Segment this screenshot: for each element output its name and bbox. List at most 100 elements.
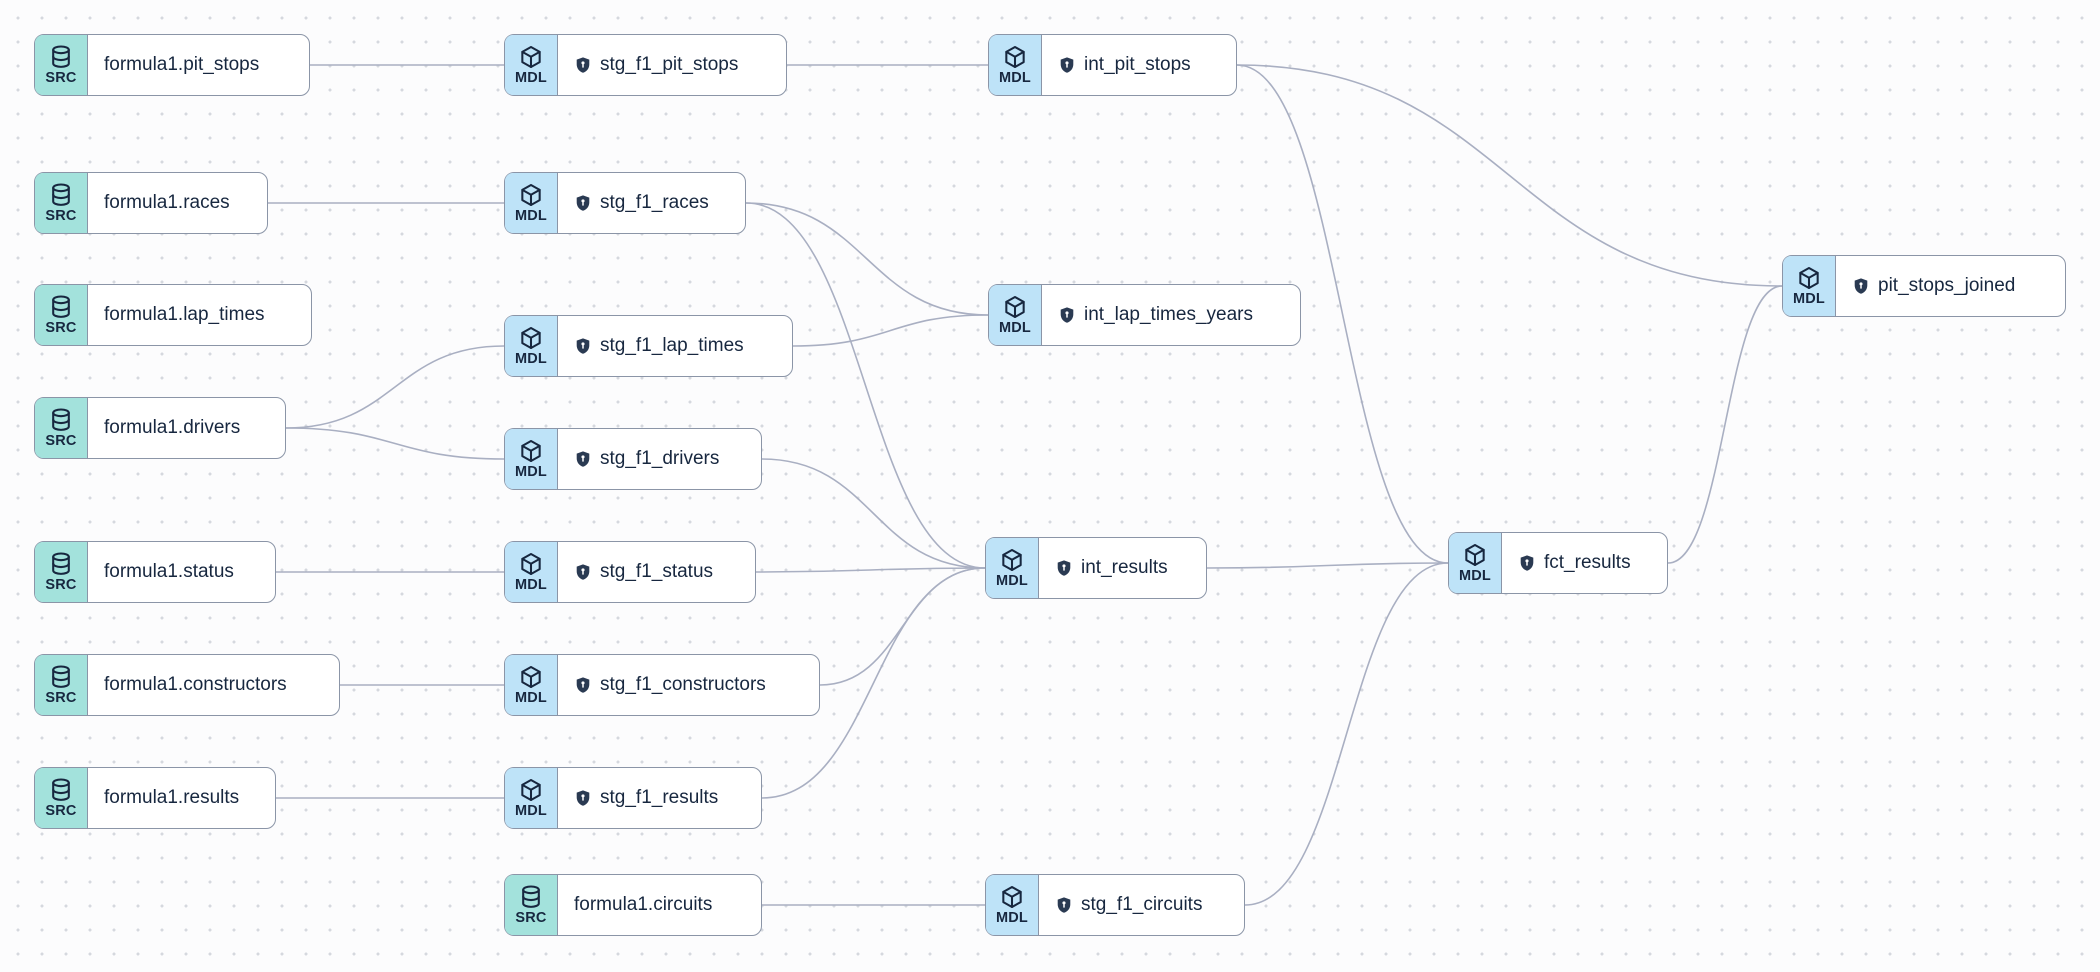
node-type-badge: SRC <box>35 542 88 602</box>
cube-icon <box>518 664 544 690</box>
model-node-int_lap_times_years[interactable]: MDL int_lap_times_years <box>988 284 1301 346</box>
model-node-stg_f1_status[interactable]: MDL stg_f1_status <box>504 541 756 603</box>
node-label: formula1.results <box>104 787 240 808</box>
database-icon <box>518 884 544 910</box>
model-node-stg_f1_races[interactable]: MDL stg_f1_races <box>504 172 746 234</box>
node-label: stg_f1_constructors <box>600 674 766 695</box>
node-label: formula1.races <box>104 192 230 213</box>
node-type-badge: MDL <box>505 655 558 715</box>
edge-int_pit_stops-to-pit_stops_joined <box>1236 64 1783 287</box>
model-node-stg_f1_results[interactable]: MDL stg_f1_results <box>504 767 762 829</box>
database-icon <box>48 294 74 320</box>
node-label: pit_stops_joined <box>1878 275 2016 296</box>
node-type-badge: SRC <box>35 285 88 345</box>
shield-icon <box>574 337 592 355</box>
shield-icon <box>574 789 592 807</box>
shield-icon <box>574 676 592 694</box>
source-node-formula1.pit_stops[interactable]: SRC formula1.pit_stops <box>34 34 310 96</box>
edge-stg_f1_lap_times-to-int_lap_times_years <box>792 314 989 347</box>
model-node-stg_f1_drivers[interactable]: MDL stg_f1_drivers <box>504 428 762 490</box>
shield-icon <box>574 563 592 581</box>
shield-icon <box>574 56 592 74</box>
node-type-badge: SRC <box>35 173 88 233</box>
cube-icon <box>518 438 544 464</box>
edge-formula1.drivers-to-stg_f1_lap_times <box>285 345 505 429</box>
node-label: formula1.pit_stops <box>104 54 260 75</box>
cube-icon <box>518 325 544 351</box>
node-type-badge: MDL <box>986 875 1039 935</box>
node-label: stg_f1_circuits <box>1081 894 1203 915</box>
node-type-badge: SRC <box>35 398 88 458</box>
node-type-badge: MDL <box>989 285 1042 345</box>
node-type-badge: MDL <box>505 429 558 489</box>
model-node-stg_f1_lap_times[interactable]: MDL stg_f1_lap_times <box>504 315 793 377</box>
node-label: stg_f1_races <box>600 192 709 213</box>
cube-icon <box>999 547 1025 573</box>
edge-int_results-to-fct_results <box>1206 562 1449 569</box>
node-type-badge: SRC <box>35 655 88 715</box>
edge-stg_f1_circuits-to-fct_results <box>1244 562 1449 906</box>
edge-stg_f1_constructors-to-int_results <box>819 567 986 686</box>
node-type-badge: SRC <box>35 35 88 95</box>
database-icon <box>48 551 74 577</box>
node-type-badge: SRC <box>35 768 88 828</box>
edge-stg_f1_races-to-int_lap_times_years <box>745 202 989 316</box>
shield-icon <box>1058 56 1076 74</box>
node-label: formula1.circuits <box>574 894 713 915</box>
shield-icon <box>1055 559 1073 577</box>
shield-icon <box>1518 554 1536 572</box>
node-type-badge: MDL <box>1783 256 1836 316</box>
cube-icon <box>518 182 544 208</box>
source-node-formula1.drivers[interactable]: SRC formula1.drivers <box>34 397 286 459</box>
node-type-badge: MDL <box>986 538 1039 598</box>
database-icon <box>48 664 74 690</box>
cube-icon <box>1796 265 1822 291</box>
source-node-formula1.constructors[interactable]: SRC formula1.constructors <box>34 654 340 716</box>
shield-icon <box>1852 277 1870 295</box>
node-type-badge: SRC <box>505 875 558 935</box>
node-label: fct_results <box>1544 552 1631 573</box>
shield-icon <box>1058 306 1076 324</box>
shield-icon <box>574 194 592 212</box>
node-type-badge: MDL <box>505 542 558 602</box>
edge-formula1.drivers-to-stg_f1_drivers <box>285 427 505 460</box>
cube-icon <box>1002 44 1028 70</box>
node-label: formula1.lap_times <box>104 304 265 325</box>
node-label: int_lap_times_years <box>1084 304 1253 325</box>
node-label: stg_f1_drivers <box>600 448 720 469</box>
node-type-badge: MDL <box>989 35 1042 95</box>
edge-stg_f1_status-to-int_results <box>755 567 986 573</box>
node-label: formula1.status <box>104 561 234 582</box>
node-type-badge: MDL <box>505 316 558 376</box>
node-label: stg_f1_results <box>600 787 719 808</box>
edge-stg_f1_races-to-int_results <box>745 202 986 569</box>
node-label: stg_f1_pit_stops <box>600 54 739 75</box>
source-node-formula1.lap_times[interactable]: SRC formula1.lap_times <box>34 284 312 346</box>
model-node-stg_f1_constructors[interactable]: MDL stg_f1_constructors <box>504 654 820 716</box>
shield-icon <box>574 450 592 468</box>
cube-icon <box>999 884 1025 910</box>
source-node-formula1.results[interactable]: SRC formula1.results <box>34 767 276 829</box>
node-label: formula1.constructors <box>104 674 287 695</box>
model-node-int_results[interactable]: MDL int_results <box>985 537 1207 599</box>
model-node-int_pit_stops[interactable]: MDL int_pit_stops <box>988 34 1237 96</box>
node-label: formula1.drivers <box>104 417 241 438</box>
source-node-formula1.status[interactable]: SRC formula1.status <box>34 541 276 603</box>
cube-icon <box>1462 542 1488 568</box>
model-node-fct_results[interactable]: MDL fct_results <box>1448 532 1668 594</box>
cube-icon <box>518 551 544 577</box>
model-node-stg_f1_pit_stops[interactable]: MDL stg_f1_pit_stops <box>504 34 787 96</box>
database-icon <box>48 44 74 70</box>
cube-icon <box>518 44 544 70</box>
node-label: stg_f1_lap_times <box>600 335 744 356</box>
edge-stg_f1_drivers-to-int_results <box>761 458 986 569</box>
source-node-formula1.circuits[interactable]: SRC formula1.circuits <box>504 874 762 936</box>
model-node-pit_stops_joined[interactable]: MDL pit_stops_joined <box>1782 255 2066 317</box>
cube-icon <box>518 777 544 803</box>
source-node-formula1.races[interactable]: SRC formula1.races <box>34 172 268 234</box>
shield-icon <box>1055 896 1073 914</box>
model-node-stg_f1_circuits[interactable]: MDL stg_f1_circuits <box>985 874 1245 936</box>
node-type-badge: MDL <box>505 768 558 828</box>
